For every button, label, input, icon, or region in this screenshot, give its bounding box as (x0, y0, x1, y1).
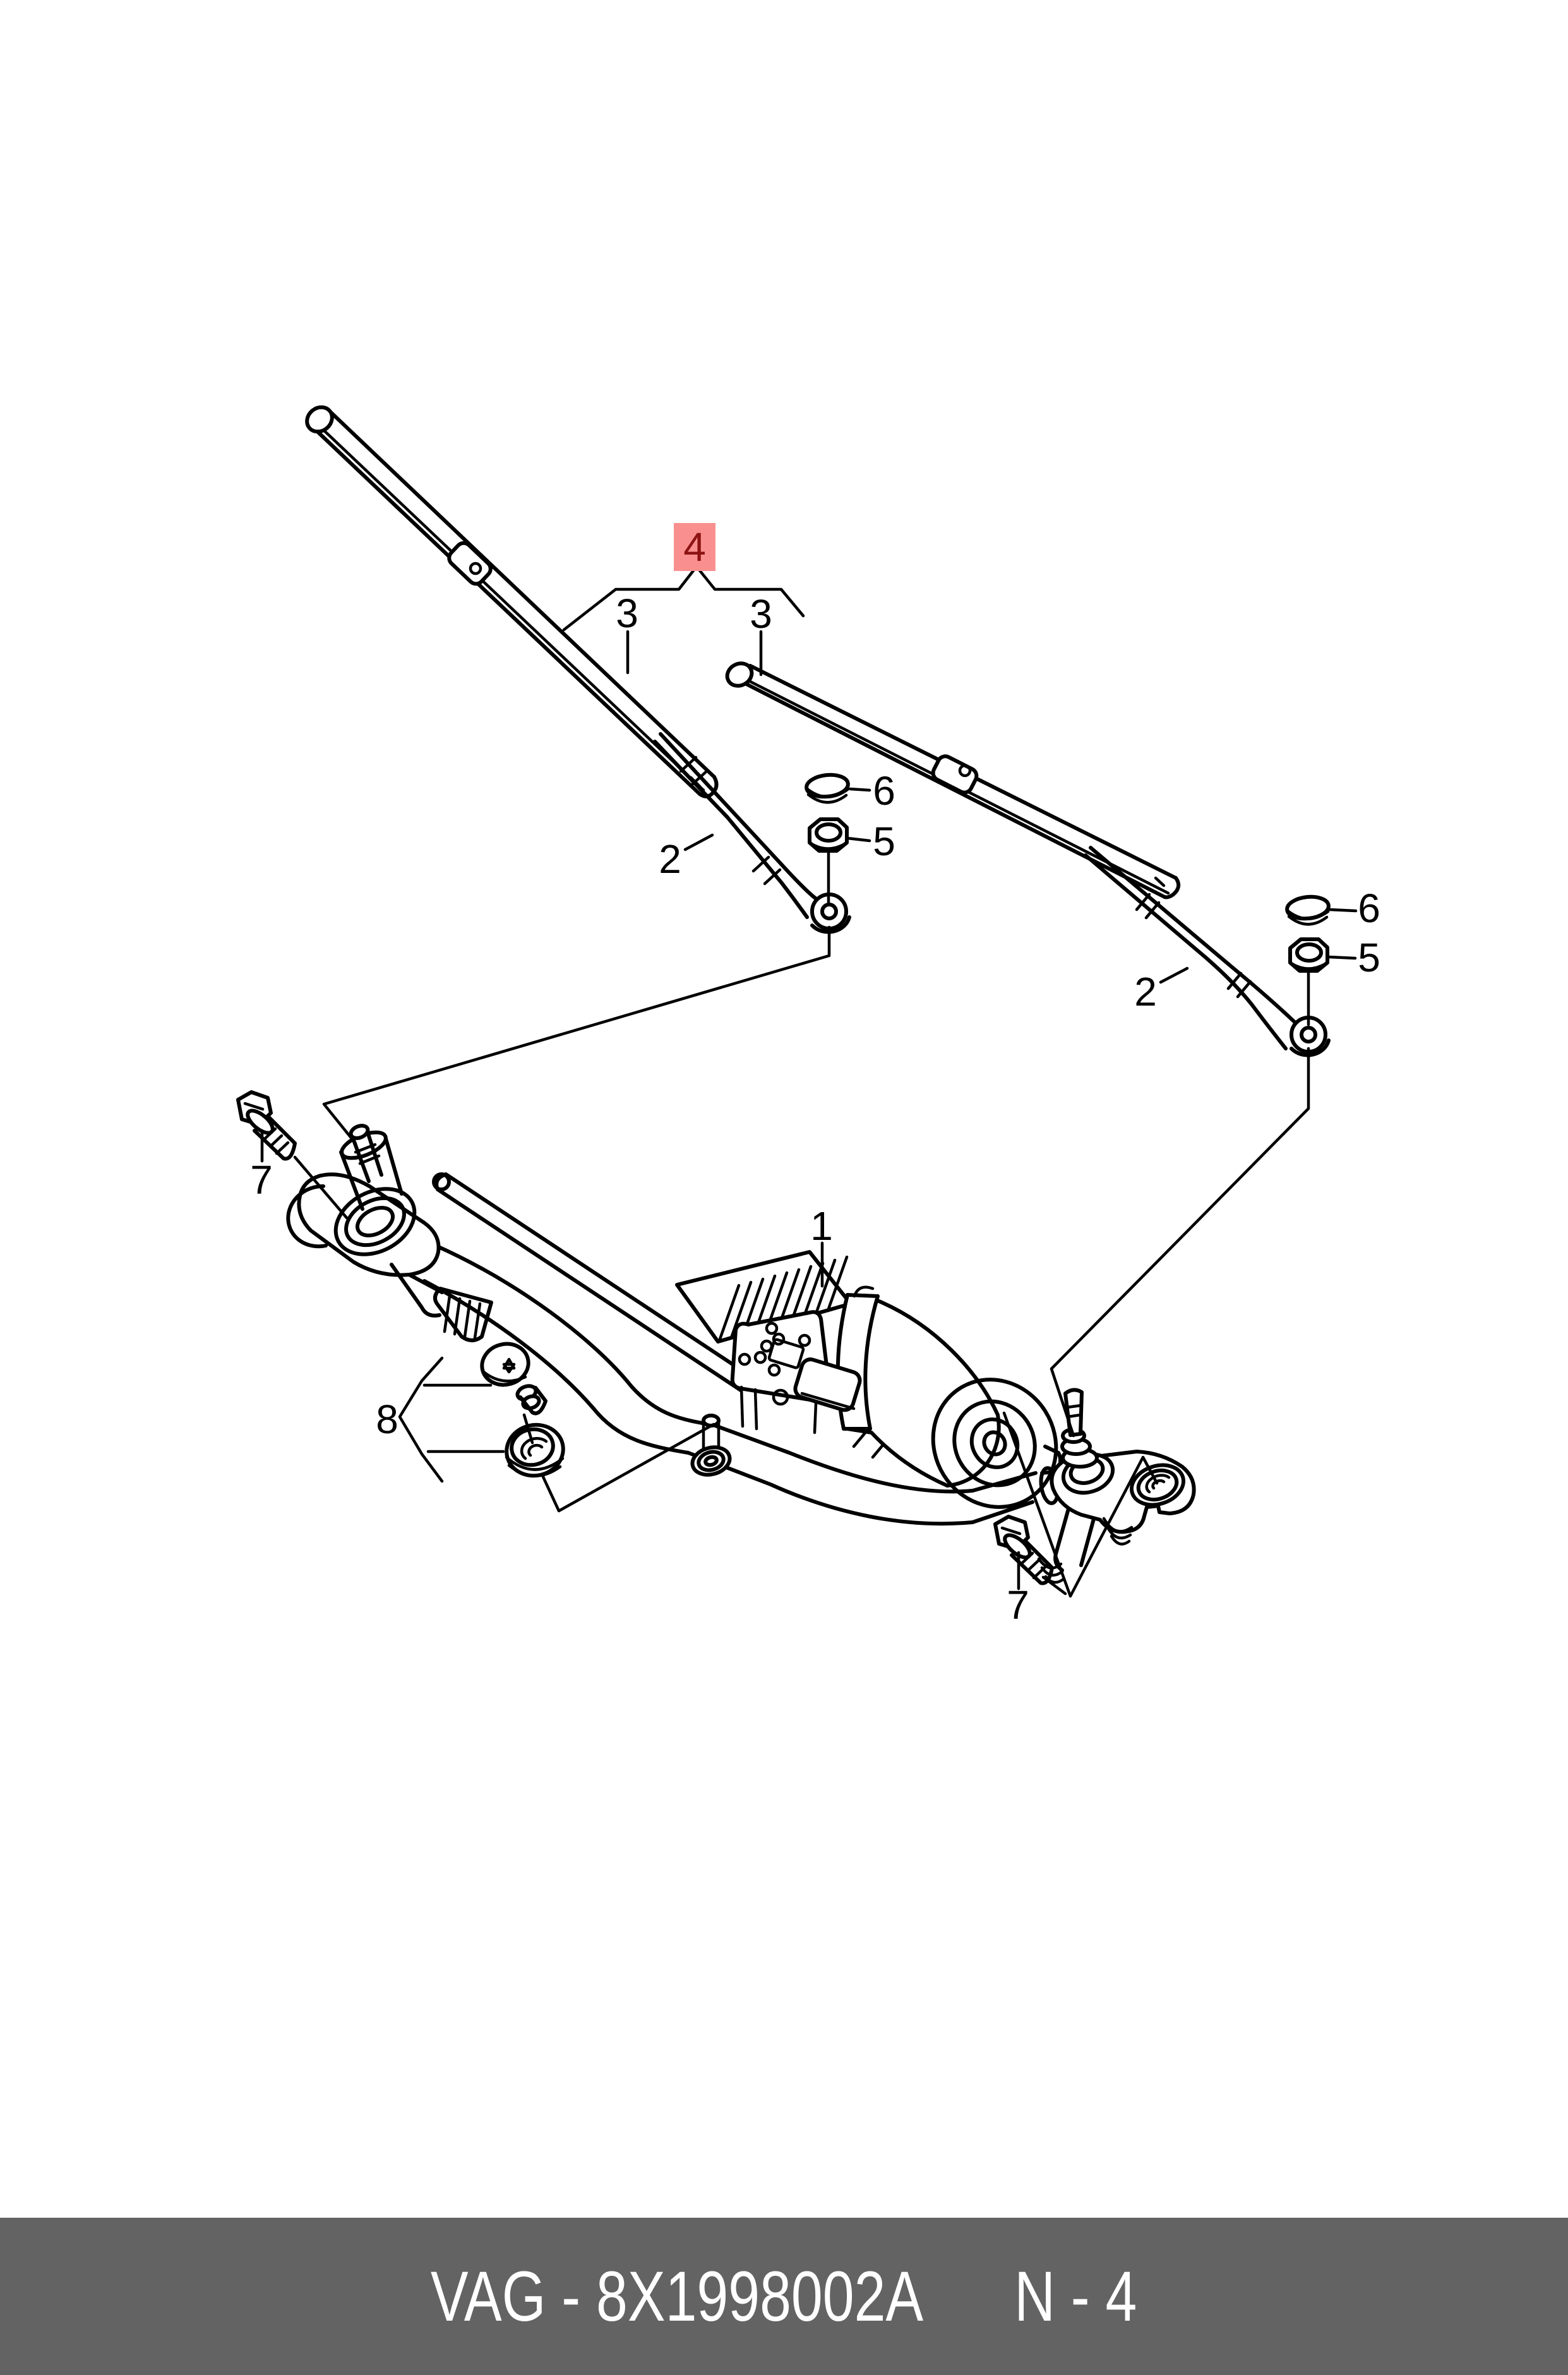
mount-grommet (505, 1422, 565, 1478)
linkage-rod (432, 1172, 751, 1392)
callout-2-right[interactable]: 2 (1134, 969, 1157, 1014)
footer-part-code: VAG - 8X1998002A (431, 2257, 924, 2336)
left-shaft-cap (805, 773, 850, 804)
callout-6-left[interactable]: 6 (873, 768, 895, 814)
right-shaft-cap (1285, 894, 1331, 926)
callout-8[interactable]: 8 (376, 1397, 398, 1442)
left-wiper-arm (653, 732, 851, 934)
left-pivot-assembly (286, 1124, 493, 1342)
mount-screw (480, 1342, 548, 1416)
callout-leader-lines (260, 565, 1358, 1598)
callout-6-right[interactable]: 6 (1358, 886, 1380, 931)
linkage-frame-tube (422, 1244, 1060, 1526)
left-mount-bolt (236, 1090, 297, 1161)
footer-text-line: VAG - 8X1998002A N - 4 (431, 2256, 1137, 2337)
right-shaft-nut (1288, 937, 1329, 973)
callout-5-left[interactable]: 5 (873, 819, 895, 864)
callout-7-left[interactable]: 7 (250, 1157, 273, 1203)
left-wiper-blade (305, 405, 719, 798)
right-mount-bolt (993, 1515, 1054, 1585)
right-wiper-blade (725, 661, 1181, 899)
left-shaft-nut (808, 817, 849, 853)
right-pivot-assembly (1037, 1388, 1196, 1584)
right-wiper-arm (1084, 846, 1331, 1057)
callout-1[interactable]: 1 (810, 1203, 833, 1249)
callout-3-right[interactable]: 3 (750, 591, 772, 637)
callout-3-left[interactable]: 3 (616, 591, 638, 636)
footer-page-ref: N - 4 (1014, 2257, 1137, 2336)
footer-bar: VAG - 8X1998002A N - 4 (0, 2218, 1568, 2375)
callout-4-highlighted[interactable]: 4 (674, 523, 715, 571)
callout-2-left[interactable]: 2 (659, 836, 681, 882)
callout-7-right[interactable]: 7 (1007, 1582, 1029, 1628)
callout-5-right[interactable]: 5 (1358, 935, 1380, 980)
wiper-motor-assembly (675, 1250, 1063, 1509)
